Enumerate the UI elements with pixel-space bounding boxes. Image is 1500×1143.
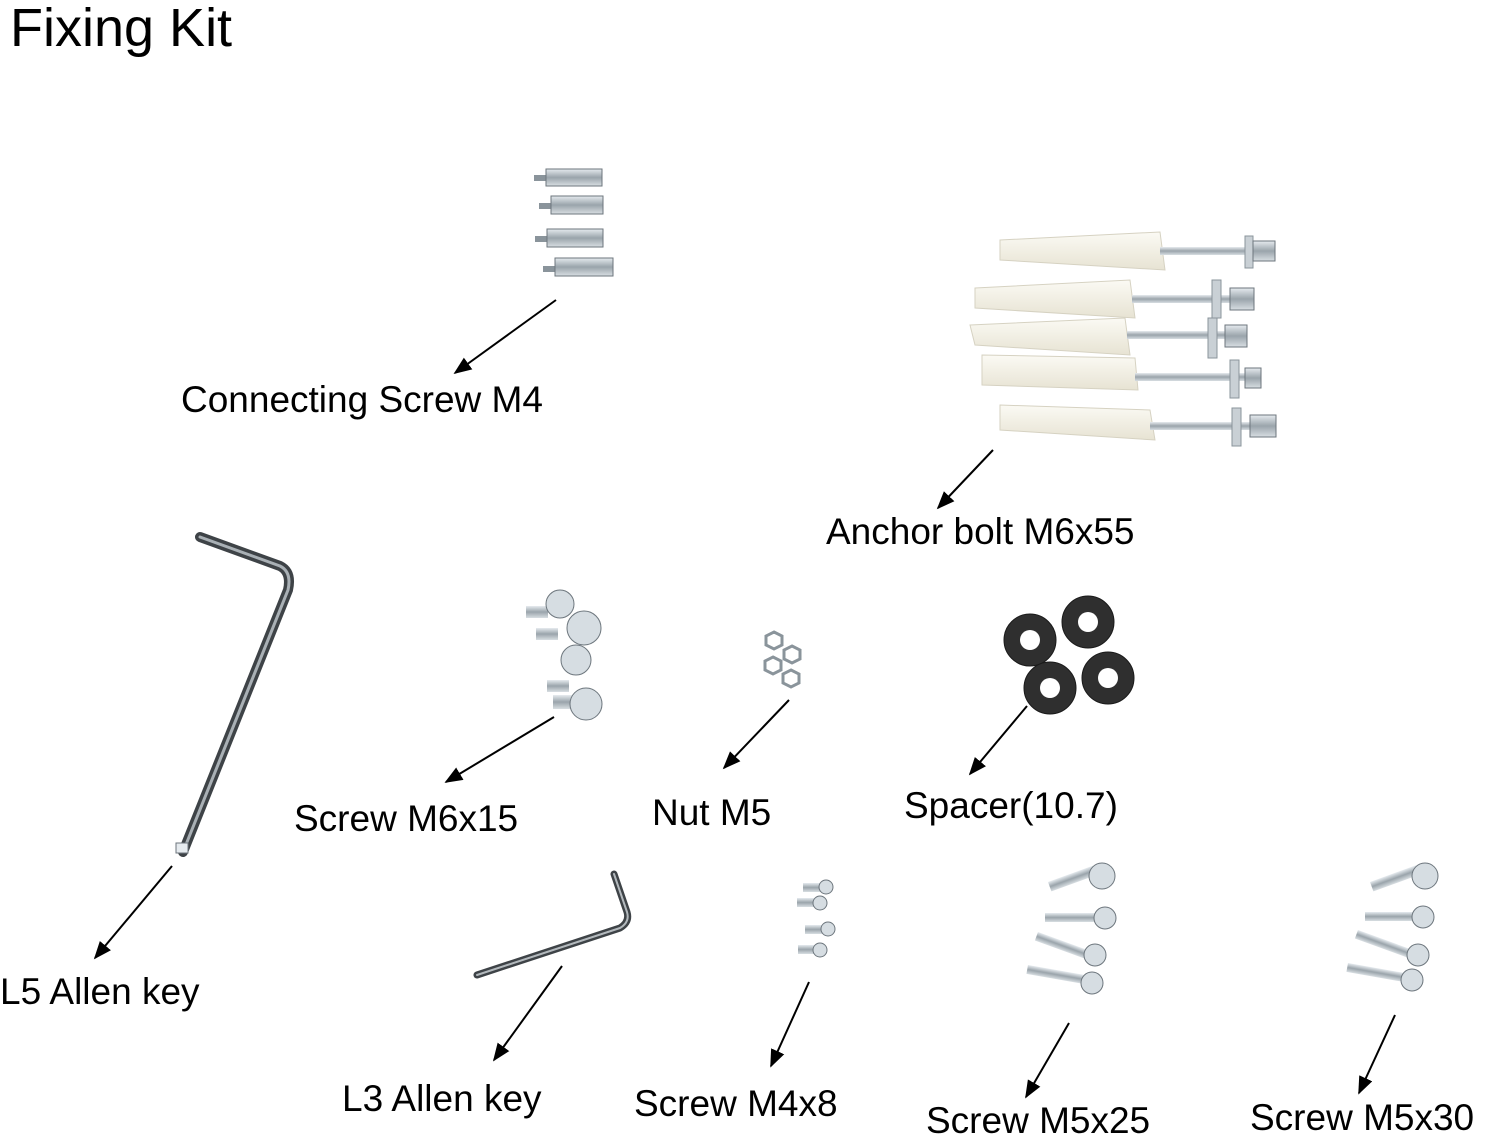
label-screw-m5x30: Screw M5x30: [1250, 1097, 1475, 1138]
label-anchor-bolt: Anchor bolt M6x55: [826, 511, 1135, 552]
arrow-screw-m4x8: [770, 981, 810, 1068]
label-screw-m5x25: Screw M5x25: [926, 1100, 1151, 1141]
arrow-screw-m5x25: [1025, 1022, 1070, 1099]
nut-m5-icon: [763, 630, 802, 689]
arrow-spacer: [968, 705, 1028, 776]
screw-m6x15-icon: [526, 589, 603, 721]
arrow-screw-m6x15: [444, 716, 555, 783]
page-title: Fixing Kit: [10, 0, 233, 58]
screw-m5x25-icon: [1026, 862, 1117, 995]
label-l3-allen-key: L3 Allen key: [342, 1078, 542, 1119]
arrow-l5-allen-key: [93, 865, 173, 960]
arrow-nut-m5: [722, 699, 790, 770]
label-screw-m4x8: Screw M4x8: [634, 1083, 838, 1124]
anchor-bolt-icon: [969, 231, 1277, 447]
label-spacer: Spacer(10.7): [904, 785, 1118, 826]
screw-m4x8-icon: [797, 879, 836, 958]
arrow-l3-allen-key: [492, 965, 563, 1062]
label-connecting-screw: Connecting Screw M4: [181, 379, 543, 420]
label-nut-m5: Nut M5: [652, 792, 772, 833]
l5-allen-key-icon: [175, 532, 294, 857]
label-screw-m6x15: Screw M6x15: [294, 798, 519, 839]
connecting-screw-icon: [534, 168, 614, 277]
l3-allen-key-icon: [473, 870, 632, 979]
arrow-connecting-screw: [453, 299, 557, 375]
arrow-screw-m5x30: [1358, 1014, 1396, 1095]
screw-m5x30-icon: [1346, 862, 1439, 992]
label-l5-allen-key: L5 Allen key: [0, 971, 200, 1012]
arrow-anchor-bolt: [936, 449, 994, 510]
spacer-icon: [1003, 595, 1135, 715]
